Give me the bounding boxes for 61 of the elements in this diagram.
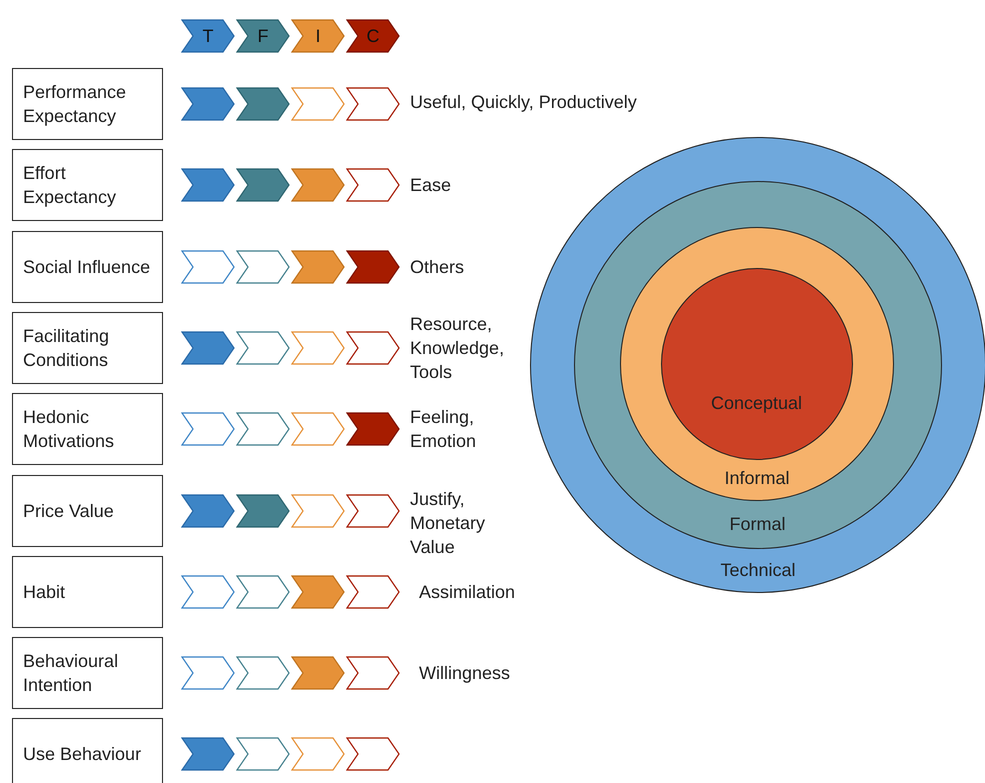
hollow-step-tag (346, 737, 400, 772)
hollow-step-tag (236, 574, 290, 609)
hollow-step-tag (181, 574, 235, 609)
filled-step-tag (236, 168, 290, 202)
hollow-step-tag (181, 412, 235, 446)
filled-step-tag (346, 250, 400, 284)
hollow-step-tag (291, 87, 345, 121)
ring-label: Conceptual (710, 392, 802, 414)
hollow-step-tag (346, 87, 400, 121)
filled-step-tag (291, 656, 345, 690)
description-text: Willingness (419, 662, 512, 686)
filled-step-tag (181, 737, 235, 772)
hollow-step-tag (181, 656, 235, 690)
description-text: Resource, Knowledge, Tools (410, 312, 506, 384)
filled-step-tag (181, 330, 235, 365)
factor-box: Habit (12, 556, 163, 628)
hollow-step-tag (346, 168, 400, 202)
filled-step-tag (291, 168, 345, 202)
hollow-step-tag (346, 330, 400, 365)
filled-step-tag (181, 494, 235, 528)
hollow-step-tag (236, 250, 290, 284)
factor-box: Hedonic Motivations (12, 393, 163, 466)
hollow-step-tag (291, 737, 345, 772)
ring-label: Formal (729, 514, 786, 534)
hollow-step-tag (346, 656, 400, 690)
hollow-step-tag (236, 330, 290, 365)
factor-box: Facilitating Conditions (12, 312, 163, 384)
step-tag: F (236, 19, 290, 53)
filled-step-tag (291, 250, 345, 284)
factor-box: Use Behaviour (12, 718, 163, 783)
description-text: Ease (410, 174, 452, 198)
step-tag: C (346, 19, 400, 53)
description-text: Useful, Quickly, Productively (410, 91, 637, 114)
filled-step-tag (181, 87, 235, 121)
hollow-step-tag (291, 330, 345, 365)
hollow-step-tag (236, 412, 290, 446)
hollow-step-tag (346, 494, 400, 528)
filled-step-tag (236, 494, 290, 528)
hollow-step-tag (236, 656, 290, 690)
hollow-step-tag (291, 412, 345, 446)
description-text: Others (410, 256, 466, 279)
hollow-step-tag (346, 574, 400, 609)
description-text: Justify, Monetary Value (410, 488, 486, 558)
filled-step-tag (346, 412, 400, 446)
step-tag: I (291, 19, 345, 53)
description-text: Feeling, Emotion (410, 406, 478, 454)
ring-label: Informal (724, 468, 790, 489)
factor-box: Performance Expectancy (12, 68, 163, 140)
hollow-step-tag (181, 250, 235, 284)
factor-box: Social Influence (12, 230, 163, 303)
step-tag: T (181, 19, 235, 53)
ring-label: Technical (720, 560, 796, 581)
factor-box: Behavioural Intention (12, 637, 163, 710)
filled-step-tag (291, 574, 345, 609)
filled-step-tag (236, 87, 290, 121)
hollow-step-tag (291, 494, 345, 528)
hollow-step-tag (236, 737, 290, 772)
factor-box: Effort Expectancy (12, 149, 163, 222)
description-text: Assimilation (419, 580, 516, 604)
filled-step-tag (181, 168, 235, 202)
factor-box: Price Value (12, 474, 163, 546)
